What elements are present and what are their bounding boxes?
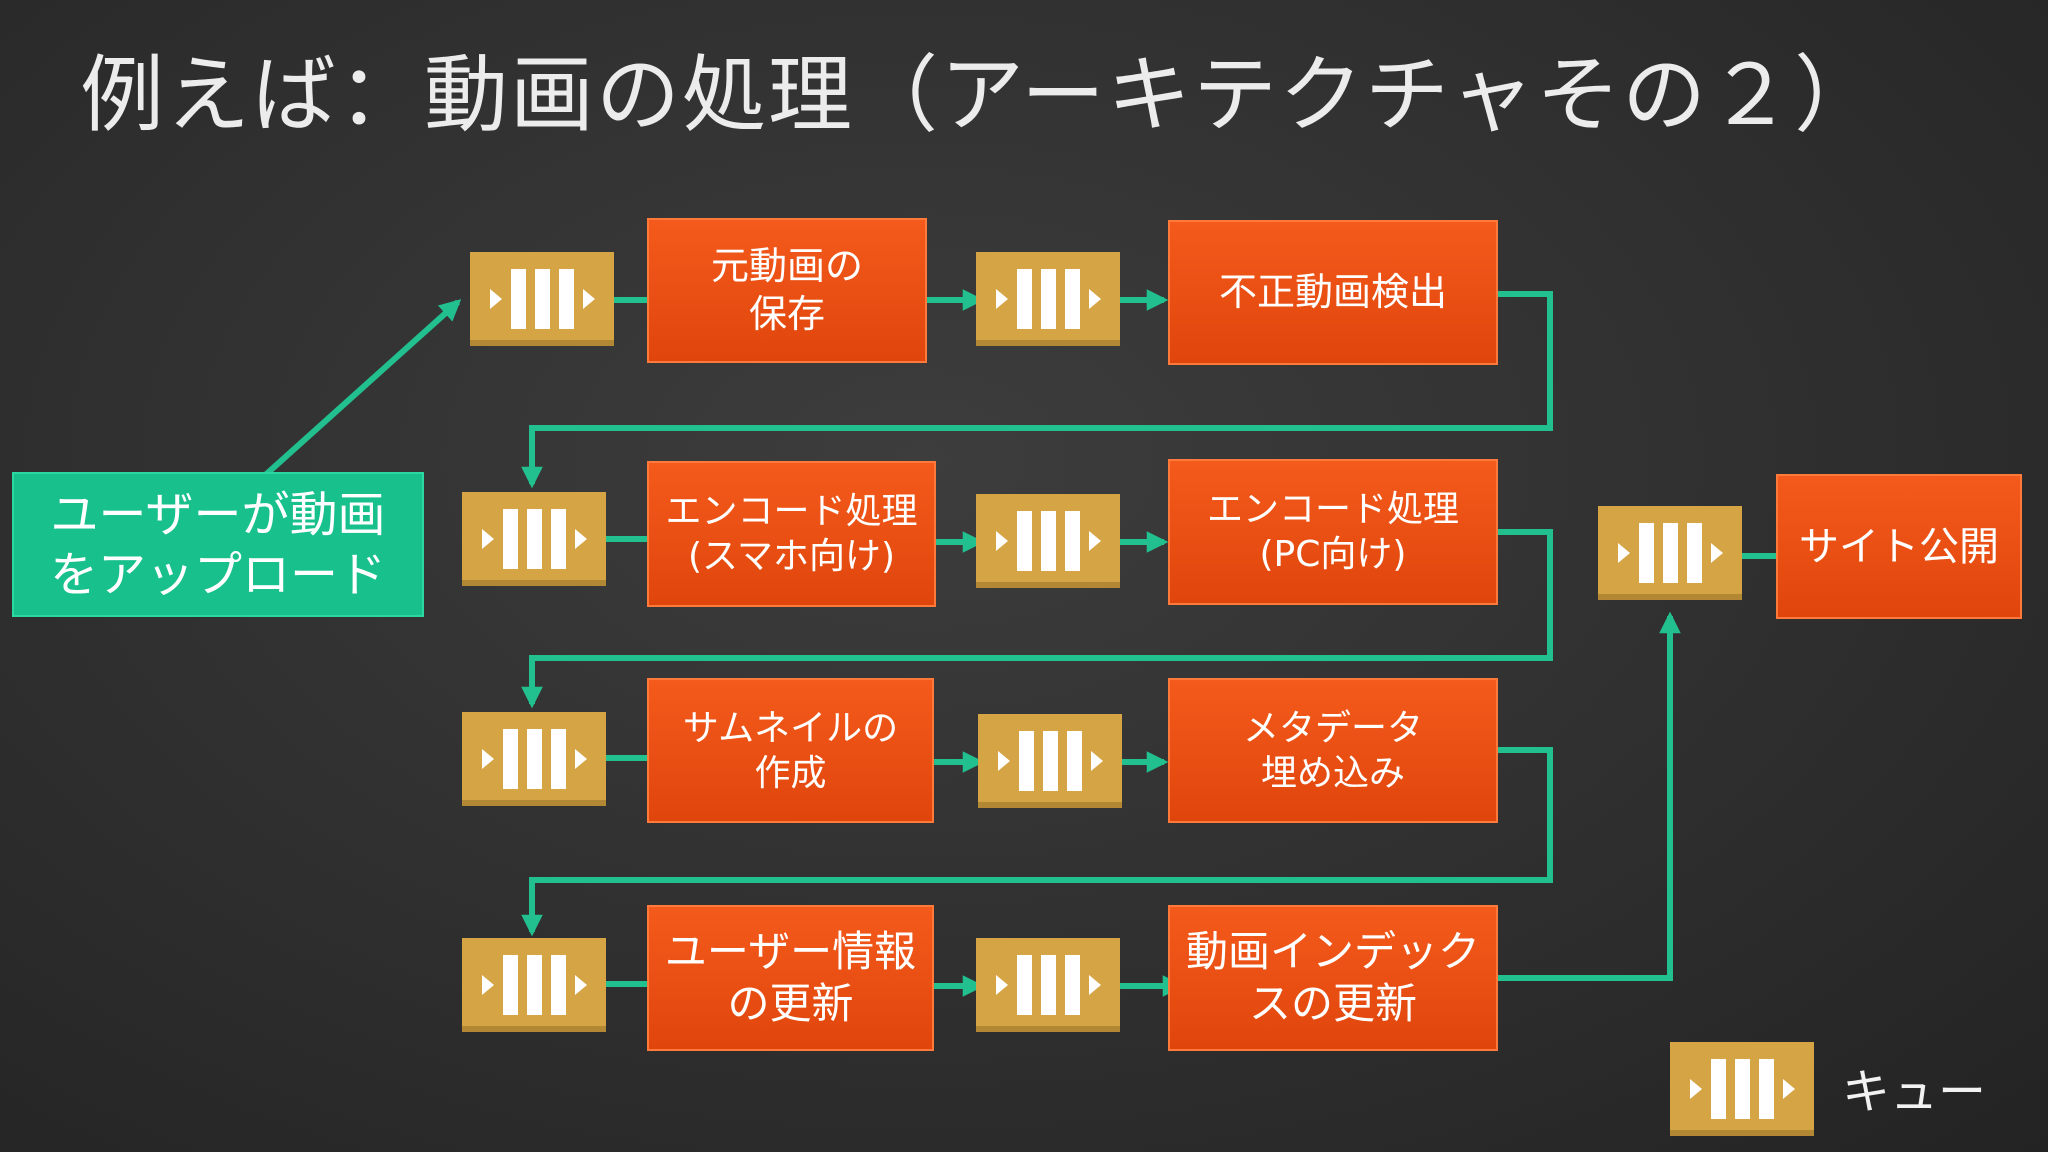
arrow-index-to-publish-queue (1498, 611, 1681, 981)
queue-icon (976, 252, 1120, 346)
arrow-upload-to-queue (259, 299, 462, 481)
queue-icon (976, 494, 1120, 588)
arrow-meta-to-queue (521, 747, 1553, 937)
upload-box: ユーザーが動画 をアップロード (12, 472, 424, 617)
step-site-publish: サイト公開 (1776, 474, 2022, 619)
step-encode-smartphone: エンコード処理 (スマホ向け) (647, 461, 936, 607)
step-user-info: ユーザー情報 の更新 (647, 905, 934, 1051)
queue-icon (462, 938, 606, 1032)
step-video-index: 動画インデック スの更新 (1168, 905, 1498, 1051)
queue-icon (462, 712, 606, 806)
step-thumbnail: サムネイルの 作成 (647, 678, 934, 823)
queue-icon (976, 938, 1120, 1032)
queue-icon (978, 714, 1122, 808)
queue-icon (462, 492, 606, 586)
legend-label: キュー (1842, 1064, 1987, 1120)
arrow-fraud-to-queue (521, 291, 1553, 489)
page-title: 例えば：動画の処理（アーキテクチャその２） (80, 46, 1881, 144)
step-metadata: メタデータ 埋め込み (1168, 678, 1498, 823)
queue-icon (470, 252, 614, 346)
step-save-original: 元動画の 保存 (647, 218, 927, 363)
step-fraud-detection: 不正動画検出 (1168, 220, 1498, 365)
queue-icon (1598, 506, 1742, 600)
arrow-enc-pc-to-queue (521, 529, 1553, 709)
legend-queue-icon (1670, 1042, 1814, 1136)
step-encode-pc: エンコード処理 (PC向け) (1168, 459, 1498, 605)
